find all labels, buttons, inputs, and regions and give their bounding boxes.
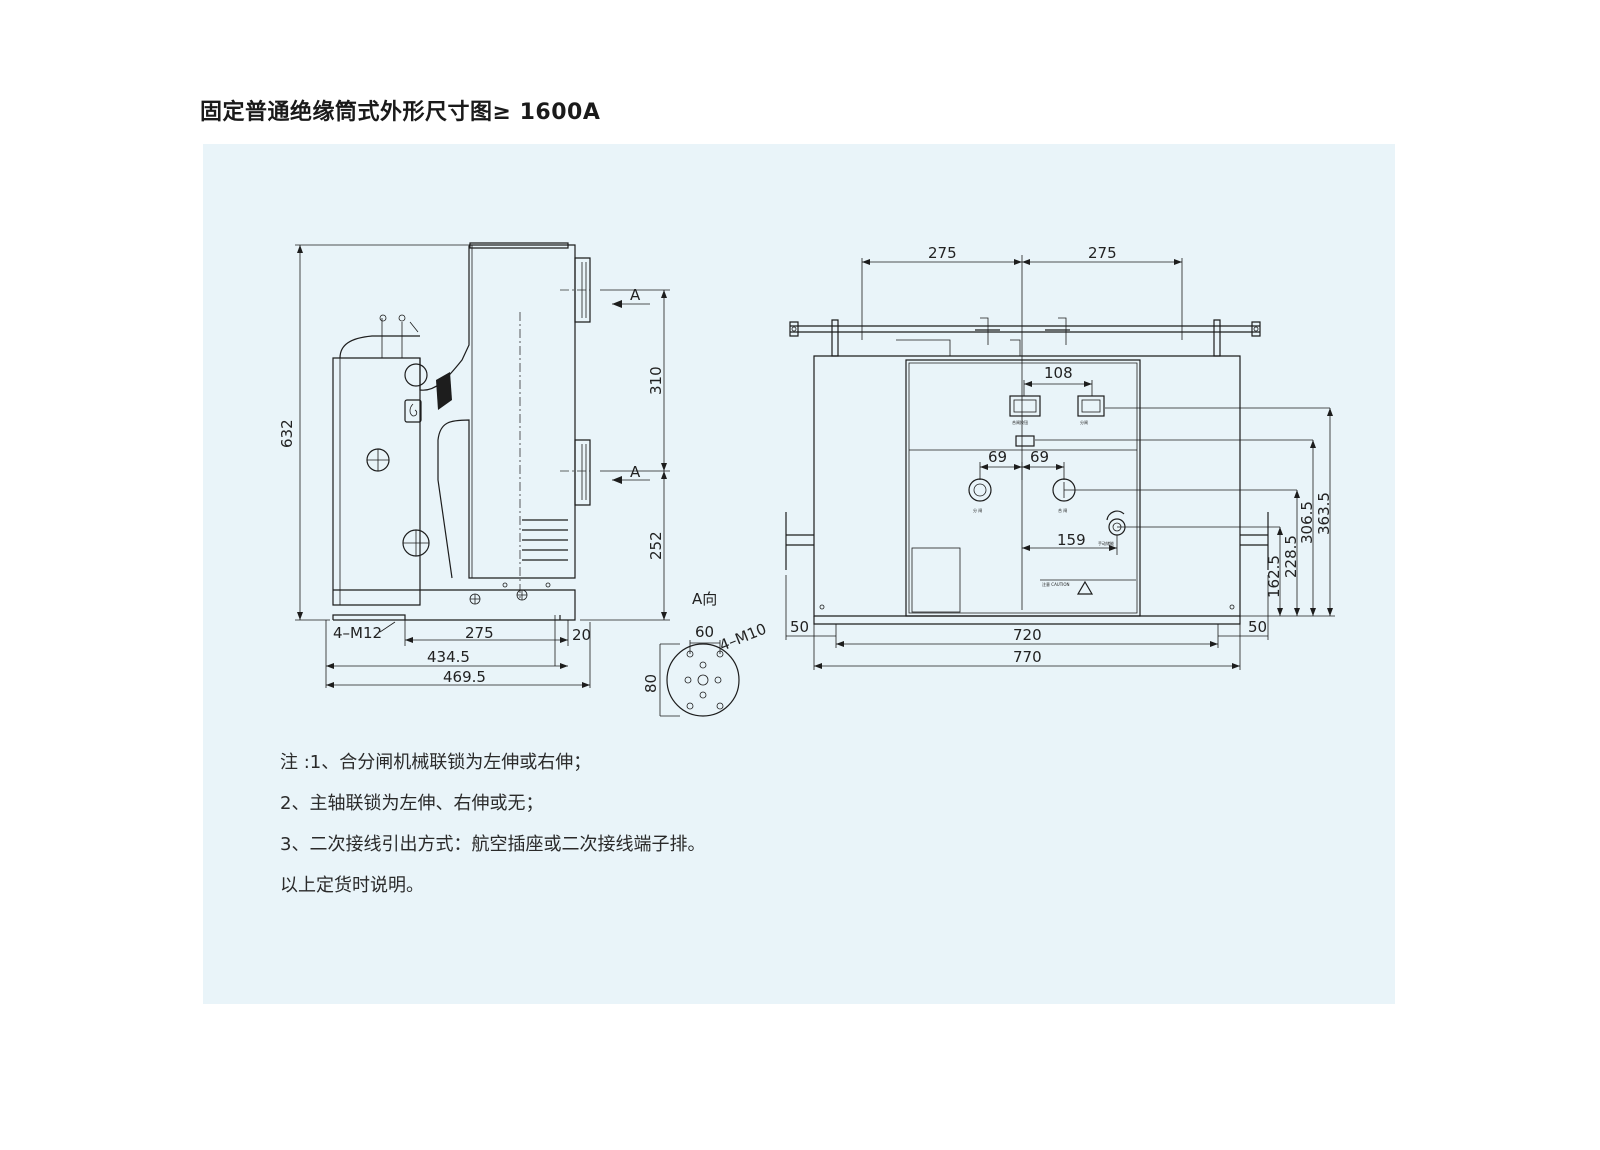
dim-275-front-right: 275 — [1088, 244, 1117, 262]
dim-108: 108 — [1044, 364, 1073, 382]
dim-252: 252 — [647, 531, 665, 560]
dim-275-front-left: 275 — [928, 244, 957, 262]
dim-69-right: 69 — [1030, 448, 1049, 466]
note-2: 2、主轴联锁为左伸、右伸或无； — [280, 793, 544, 814]
dim-20: 20 — [572, 626, 591, 644]
dim-632: 632 — [278, 419, 296, 448]
side-base — [333, 589, 576, 621]
dim-434-5: 434.5 — [427, 648, 470, 666]
dim-50-right: 50 — [1248, 618, 1267, 636]
svg-text:合 闸: 合 闸 — [1058, 507, 1067, 513]
dim-bolt-m10: 4–M10 — [717, 620, 769, 655]
dim-bolt-m12: 4–M12 — [333, 624, 382, 642]
knob-off — [968, 478, 992, 502]
dim-306-5: 306.5 — [1298, 501, 1316, 544]
dim-60: 60 — [695, 623, 714, 641]
dim-310: 310 — [647, 366, 665, 395]
dim-69-left: 69 — [988, 448, 1007, 466]
dim-363-5: 363.5 — [1315, 492, 1333, 535]
dim-275-side: 275 — [465, 624, 494, 642]
interlock-bar — [790, 325, 1260, 333]
dim-720: 720 — [1013, 626, 1042, 644]
counter-window — [1015, 435, 1035, 447]
section-mark-a-lower: A — [630, 463, 641, 481]
page-title: 固定普通绝缘筒式外形尺寸图≥ 1600A — [200, 100, 601, 125]
dim-228-5: 228.5 — [1282, 535, 1300, 578]
section-mark-a-upper: A — [630, 286, 641, 304]
svg-text:分闸: 分闸 — [1080, 419, 1088, 425]
svg-text:合闸按钮: 合闸按钮 — [1012, 419, 1028, 425]
cooling-fins — [522, 519, 568, 561]
drawing-panel — [203, 144, 1395, 1004]
side-hole-icon — [404, 363, 428, 387]
dim-162-5: 162.5 — [1265, 555, 1283, 598]
svg-text:手动储能: 手动储能 — [1098, 540, 1114, 546]
front-housing — [813, 355, 1241, 617]
warning-icon — [1076, 580, 1094, 595]
dim-469-5: 469.5 — [443, 668, 486, 686]
lifting-hook-icon — [404, 399, 422, 423]
nameplate — [911, 547, 961, 613]
dim-159: 159 — [1057, 531, 1086, 549]
side-view: A A 632 310 252 4–M12 275 20 434.5 469.5 — [278, 242, 670, 688]
dim-50-left: 50 — [790, 618, 809, 636]
a-direction-view: A向 60 4–M10 80 — [642, 590, 769, 717]
dim-80: 80 — [642, 674, 660, 693]
flange-circle — [666, 643, 740, 717]
open-button — [1077, 395, 1105, 417]
a-direction-label: A向 — [692, 590, 717, 608]
dim-770: 770 — [1013, 648, 1042, 666]
notes-block: 注 :1、合分闸机械联锁为左伸或右伸； 2、主轴联锁为左伸、右伸或无； 3、二次… — [280, 752, 705, 916]
lower-terminal — [574, 439, 591, 506]
upper-terminal — [574, 257, 591, 323]
insulating-cylinder — [419, 244, 576, 579]
svg-text:分 闸: 分 闸 — [973, 507, 982, 513]
note-3: 3、二次接线引出方式：航空插座或二次接线端子排。 — [280, 834, 706, 855]
close-button — [1009, 395, 1041, 417]
front-view: 275 275 合闸按钮 分闸 108 分 闸 合 闸 69 69 — [785, 244, 1335, 670]
front-panel — [905, 359, 1141, 617]
svg-text:注意 CAUTION: 注意 CAUTION — [1042, 581, 1070, 587]
note-1: 注 :1、合分闸机械联锁为左伸或右伸； — [280, 752, 592, 773]
note-4: 以上定货时说明。 — [280, 875, 424, 896]
side-rear-housing — [332, 357, 421, 606]
